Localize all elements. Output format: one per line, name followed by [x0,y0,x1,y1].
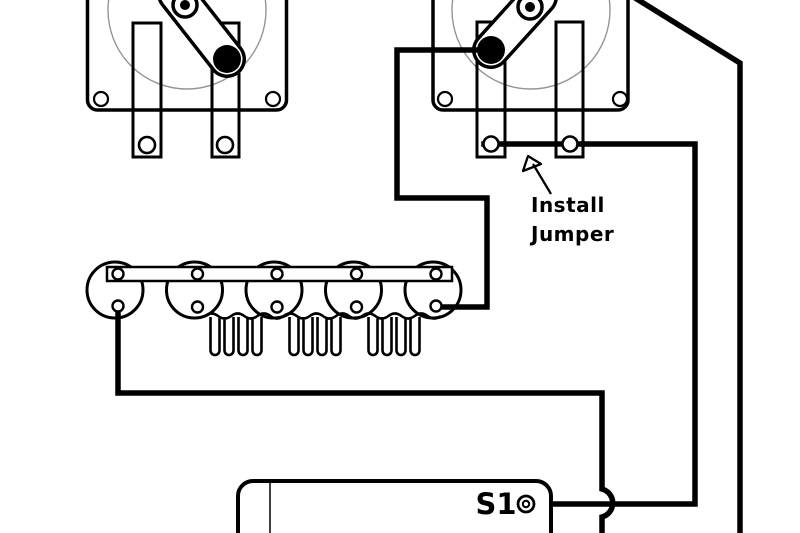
arrow-head-icon [521,154,543,173]
wires [115,0,743,533]
screw-hole [264,90,282,108]
left-cam-motor [85,0,289,159]
strip-bar-hole [111,267,125,281]
wire-crank-to-strip [394,47,490,310]
s1-terminal-label: S1 [475,487,516,521]
right-motor-crank-pin [477,36,505,64]
right-cam-motor [431,0,630,159]
strip-bar-hole [190,267,205,281]
terminal-strip-with-coils [85,260,463,357]
s1-terminal [516,494,536,514]
left-motor-hub-dot [180,0,190,10]
left-motor-rotor-circle [107,0,267,90]
install-jumper-text-line2: Jumper [529,222,614,246]
install-jumper-annotation: Install Jumper [521,154,614,246]
right-motor-plate [431,0,630,112]
strip-coil-terminal [270,300,284,314]
strip-bar-hole [349,267,364,281]
right-motor-rotor-circle [451,0,611,90]
strip-coil-terminal [429,299,443,313]
right-motor-terminal-hole [561,135,579,153]
strip-coil-terminal [190,300,205,314]
left-motor-terminal-tab [131,21,163,159]
left-motor-plate [85,0,289,112]
left-motor-crank-pin [213,45,241,73]
wire-jumper-to-s1 [481,141,698,507]
screw-hole [92,90,110,108]
left-motor-terminal-tab [210,21,241,159]
s1-terminal-center [521,499,531,509]
install-jumper-text-line1: Install [531,193,605,217]
control-board-outline [236,479,553,533]
right-motor-hub-dot [525,2,535,12]
strip-coil-terminal [111,299,125,313]
strip-bar-hole [270,267,284,281]
control-board: S1 [236,479,553,533]
terminal-holes [111,135,579,314]
left-motor-terminal-hole [137,135,157,155]
left-motor-terminal-hole [215,135,235,155]
screw-hole [611,90,629,108]
arrow-shaft [532,163,552,195]
coil-springs [204,312,442,357]
right-motor-terminal-tab [554,20,585,159]
right-motor-terminal-hole [482,135,500,153]
wire-top-right [633,0,743,533]
right-motor-crank [477,0,544,64]
strip-coil-terminal [349,300,364,314]
wire-strip-to-bottom [115,305,616,533]
strip-bar-hole [429,267,443,281]
screw-hole [436,90,454,108]
